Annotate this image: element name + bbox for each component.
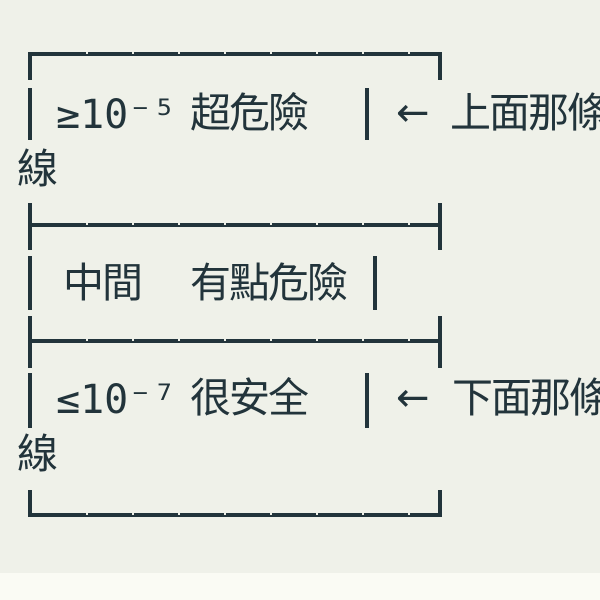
- box-divider-2: [28, 339, 442, 343]
- box-left-border-seg: [28, 88, 32, 140]
- bottom-row-annotation-wrap: 線: [17, 430, 58, 478]
- box-left-border-seg: [28, 373, 32, 428]
- top-row-label: 超危險: [190, 89, 309, 137]
- bottom-row-threshold: ≤10⁻⁷: [56, 377, 177, 423]
- box-right-border-seg: [438, 316, 442, 368]
- middle-row-label: 有點危險: [190, 259, 348, 307]
- box-right-border-seg: [438, 203, 442, 250]
- box-right-border-seg: [438, 490, 442, 517]
- box-divider-1: [28, 223, 442, 227]
- top-row-annotation-wrap: 線: [17, 145, 58, 193]
- top-row-annotation: 上面那條: [450, 89, 600, 137]
- left-arrow-icon: ←: [396, 375, 430, 421]
- box-left-border-seg: [28, 256, 32, 310]
- box-right-border-seg: [438, 52, 442, 80]
- box-left-border-seg: [28, 52, 32, 80]
- box-bottom-border: [28, 513, 442, 517]
- cell-wall-top-row: [365, 88, 369, 140]
- box-top-border: [28, 52, 442, 56]
- top-row-threshold: ≥10⁻⁵: [56, 92, 177, 138]
- bottom-background-strip: [0, 573, 600, 600]
- bottom-row-annotation: 下面那條: [452, 374, 600, 422]
- cell-wall-middle-row: [373, 256, 377, 310]
- bottom-row-label: 很安全: [190, 374, 309, 422]
- box-left-border-seg: [28, 316, 32, 368]
- left-arrow-icon: ←: [396, 90, 430, 136]
- middle-row-position: 中間: [63, 259, 143, 307]
- cell-wall-bottom-row: [365, 373, 369, 428]
- box-left-border-seg: [28, 490, 32, 517]
- box-left-border-seg: [28, 203, 32, 250]
